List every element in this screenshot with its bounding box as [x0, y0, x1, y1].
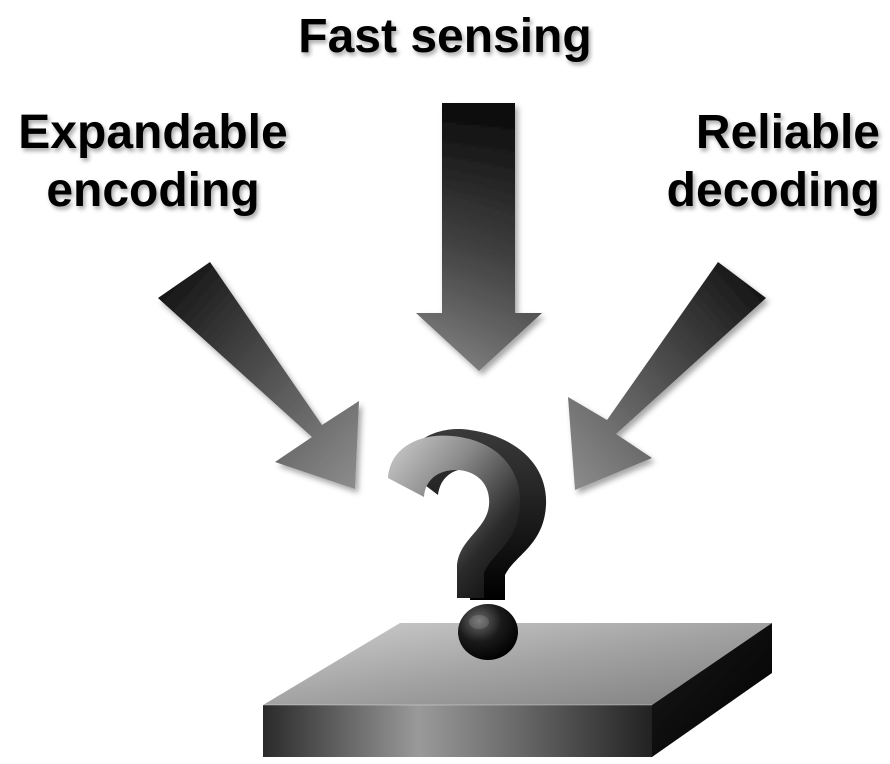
- label-fast-sensing-text: Fast sensing: [298, 10, 592, 63]
- label-fast-sensing: Fast sensing: [0, 8, 890, 66]
- label-reliable-line2: decoding: [666, 164, 880, 217]
- arrow-down-right-icon: [158, 262, 359, 489]
- arrow-down-left-icon: [568, 262, 766, 490]
- label-reliable-line1: Reliable: [695, 106, 880, 159]
- label-expandable-line2: encoding: [46, 164, 260, 217]
- label-reliable-decoding: Reliable decoding: [640, 104, 880, 220]
- label-expandable-encoding: Expandable encoding: [8, 104, 298, 220]
- pedestal-slab: [263, 623, 772, 757]
- question-mark-icon: [388, 429, 547, 660]
- arrow-down-icon: [416, 103, 542, 371]
- label-expandable-line1: Expandable: [18, 106, 288, 159]
